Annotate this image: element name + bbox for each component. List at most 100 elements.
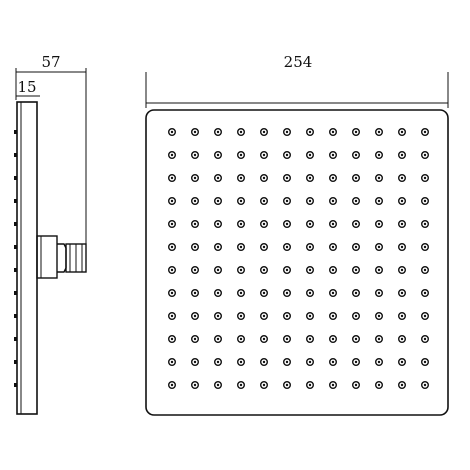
nozzle-center [193, 337, 197, 341]
nozzle-center [216, 337, 220, 341]
arm-connector [36, 235, 87, 279]
nozzle-center [423, 245, 427, 249]
nozzle-center [216, 176, 220, 180]
nozzle-center [262, 153, 266, 157]
nozzle-center [331, 176, 335, 180]
nozzle-center [308, 337, 312, 341]
nozzle-center [331, 291, 335, 295]
dimension-254: 254 [145, 53, 449, 108]
nozzle-center [377, 199, 381, 203]
nozzle-center [331, 337, 335, 341]
nozzle-center [331, 222, 335, 226]
nozzle-center [239, 176, 243, 180]
front-view: 254 [145, 53, 449, 416]
nozzle-center [216, 314, 220, 318]
nozzle-center [193, 383, 197, 387]
nozzle-center [239, 199, 243, 203]
nozzle-center [354, 291, 358, 295]
nozzle-center [354, 176, 358, 180]
nozzle-center [239, 245, 243, 249]
nozzle-center [262, 314, 266, 318]
nozzle-center [377, 268, 381, 272]
nozzle-center [285, 383, 289, 387]
nozzle-center [354, 314, 358, 318]
nozzle-center [354, 383, 358, 387]
connector-block [36, 235, 58, 279]
nozzle-center [308, 245, 312, 249]
side-nozzle-ticks [14, 130, 17, 387]
nozzle-center [423, 291, 427, 295]
nozzle-center [331, 314, 335, 318]
nozzle-center [170, 337, 174, 341]
nozzle-center [285, 245, 289, 249]
nozzle-center [285, 291, 289, 295]
nozzle-center [216, 383, 220, 387]
nozzle-center [354, 268, 358, 272]
nozzle-center [216, 268, 220, 272]
nozzle-center [308, 383, 312, 387]
nozzle-center [331, 199, 335, 203]
dimension-label-254: 254 [284, 53, 313, 71]
nozzle-center [331, 130, 335, 134]
nozzle-center [400, 314, 404, 318]
nozzle-center [239, 130, 243, 134]
nozzle-center [216, 222, 220, 226]
nozzle-center [239, 268, 243, 272]
nozzle-center [193, 153, 197, 157]
nozzle-center [400, 360, 404, 364]
nozzle-center [377, 337, 381, 341]
nozzle-center [308, 153, 312, 157]
nozzle-center [285, 199, 289, 203]
nozzle-center [423, 314, 427, 318]
nozzle-center [216, 360, 220, 364]
nozzle-center [262, 291, 266, 295]
side-nozzle-tick [14, 176, 17, 180]
nozzle-center [331, 153, 335, 157]
nozzle-center [285, 314, 289, 318]
nozzle-center [400, 291, 404, 295]
nozzle-center [216, 130, 220, 134]
nozzle-center [423, 268, 427, 272]
nozzle-center [308, 199, 312, 203]
nozzle-center [170, 291, 174, 295]
side-nozzle-tick [14, 383, 17, 387]
nozzle-center [377, 245, 381, 249]
nozzle-center [262, 130, 266, 134]
nozzle-center [170, 314, 174, 318]
nozzle-center [262, 176, 266, 180]
nozzle-center [400, 130, 404, 134]
nozzle-center [354, 245, 358, 249]
nozzle-center [423, 199, 427, 203]
nozzle-center [377, 360, 381, 364]
nozzle-center [354, 222, 358, 226]
nozzle-center [170, 199, 174, 203]
nozzle-center [216, 291, 220, 295]
nozzle-center [423, 337, 427, 341]
nozzle-center [400, 222, 404, 226]
nozzle-center [331, 383, 335, 387]
nozzle-center [239, 383, 243, 387]
nozzle-center [308, 176, 312, 180]
nozzle-center [170, 360, 174, 364]
dimension-57: 57 [15, 53, 87, 250]
nozzle-center [354, 153, 358, 157]
nozzle-center [285, 176, 289, 180]
nozzle-center [262, 245, 266, 249]
nozzle-center [377, 383, 381, 387]
nozzle-center [377, 153, 381, 157]
nozzle-center [216, 153, 220, 157]
nozzle-center [423, 176, 427, 180]
side-view: 57 15 [14, 53, 87, 415]
nozzle-center [262, 199, 266, 203]
nozzle-center [262, 360, 266, 364]
nozzle-center [400, 337, 404, 341]
side-nozzle-tick [14, 245, 17, 249]
nozzle-center [308, 268, 312, 272]
nozzle-center [377, 130, 381, 134]
nozzle-center [262, 383, 266, 387]
nozzle-center [423, 222, 427, 226]
side-nozzle-tick [14, 360, 17, 364]
nozzle-center [193, 245, 197, 249]
nozzle-center [285, 268, 289, 272]
